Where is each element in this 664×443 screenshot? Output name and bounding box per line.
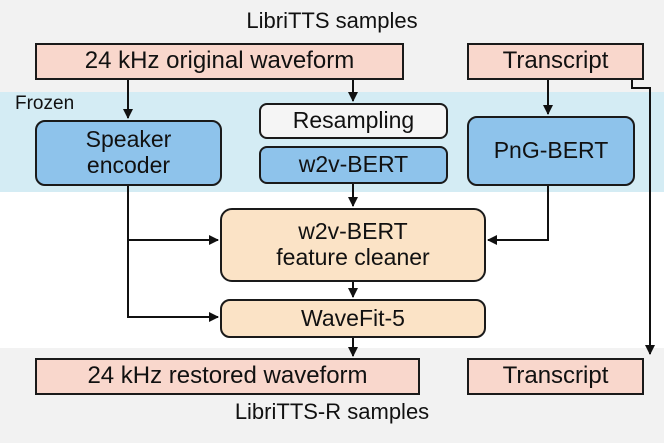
feature-cleaner-box: w2v-BERT feature cleaner xyxy=(220,208,486,282)
output-transcript-box: Transcript xyxy=(467,358,644,395)
resampling-label: Resampling xyxy=(292,107,415,134)
w2v-bert-box: w2v-BERT xyxy=(259,146,448,184)
top-label: LibriTTS samples xyxy=(246,8,418,33)
arrow-speaker-encoder-to-cleaner xyxy=(127,185,219,245)
bottom-label: LibriTTS-R samples xyxy=(234,399,430,424)
w2v-bert-label: w2v-BERT xyxy=(298,151,409,178)
input-waveform-box: 24 kHz original waveform xyxy=(35,43,404,80)
speaker-encoder-label: Speaker encoder xyxy=(85,126,172,178)
resampling-box: Resampling xyxy=(259,103,448,139)
input-transcript-label: Transcript xyxy=(502,47,609,75)
output-waveform-box: 24 kHz restored waveform xyxy=(35,358,420,395)
png-bert-label: PnG-BERT xyxy=(493,137,609,164)
frozen-label: Frozen xyxy=(15,93,75,114)
png-bert-box: PnG-BERT xyxy=(467,116,635,186)
arrow-png-bert-to-cleaner xyxy=(487,185,549,245)
wavefit-box: WaveFit-5 xyxy=(220,299,486,338)
input-transcript-box: Transcript xyxy=(467,43,644,80)
input-waveform-label: 24 kHz original waveform xyxy=(84,47,355,75)
output-waveform-label: 24 kHz restored waveform xyxy=(87,362,368,390)
wavefit-label: WaveFit-5 xyxy=(301,304,405,331)
feature-cleaner-label: w2v-BERT feature cleaner xyxy=(276,218,430,270)
arrow-speaker-encoder-to-wavefit xyxy=(127,240,219,322)
speaker-encoder-box: Speaker encoder xyxy=(35,120,222,186)
output-transcript-label: Transcript xyxy=(502,362,609,390)
